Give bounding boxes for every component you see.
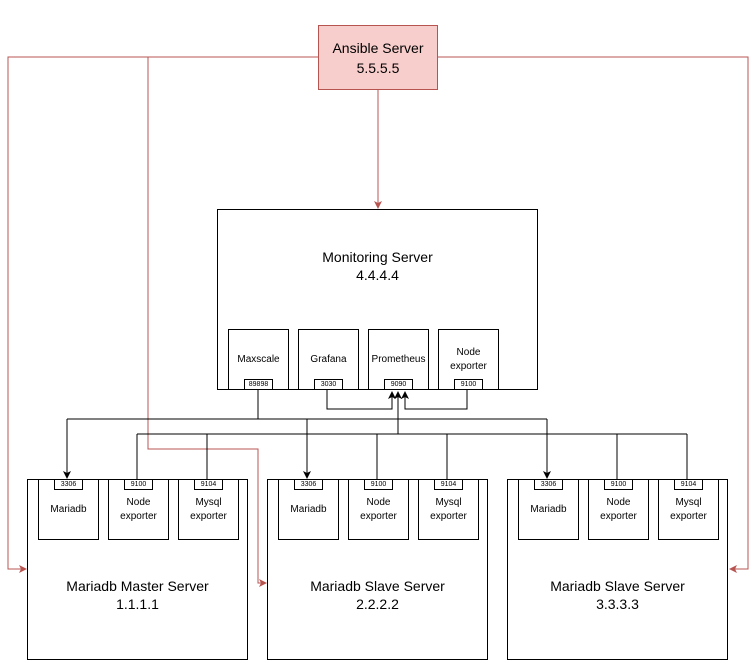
master-server-ip: 1.1.1.1 bbox=[116, 596, 159, 612]
slave1-mariadb-label: Mariadb bbox=[290, 503, 327, 515]
monitoring-server-title: Monitoring Server bbox=[322, 249, 433, 265]
grafana-label: Grafana bbox=[310, 353, 347, 365]
master-mysql-exporter-label: Mysql exporter bbox=[190, 496, 227, 522]
monitoring-node-exporter-port: 9100 bbox=[454, 379, 483, 390]
slave2-mariadb-label: Mariadb bbox=[530, 503, 567, 515]
mariadb-slave-server-2[interactable]: Mariadb 3306 Node exporter 9100 Mysql ex… bbox=[507, 479, 728, 660]
slave2-mysql-exporter-label: Mysql exporter bbox=[670, 496, 707, 522]
master-mariadb-label: Mariadb bbox=[50, 503, 87, 515]
prometheus-port: 9090 bbox=[384, 379, 413, 390]
slave2-node-exporter-port: 9100 bbox=[604, 479, 633, 490]
maxscale-bus-line bbox=[67, 389, 547, 420]
slave1-server-title: Mariadb Slave Server bbox=[310, 578, 445, 594]
master-node-exporter-component[interactable]: Node exporter bbox=[108, 479, 169, 540]
monitoring-server-ip: 4.4.4.4 bbox=[356, 267, 399, 283]
master-mariadb-port: 3306 bbox=[54, 479, 83, 490]
mariadb-master-server[interactable]: Mariadb 3306 Node exporter 9100 Mysql ex… bbox=[27, 479, 248, 660]
monitoring-node-exporter-label: Node exporter bbox=[450, 346, 487, 372]
slave1-node-exporter-port: 9100 bbox=[364, 479, 393, 490]
ansible-to-slave2-line bbox=[438, 56, 749, 573]
ansible-to-slave1-line bbox=[147, 56, 318, 587]
master-mysql-exporter-port: 9104 bbox=[194, 479, 223, 490]
master-node-exporter-label: Node exporter bbox=[120, 496, 157, 522]
slave2-server-ip: 3.3.3.3 bbox=[596, 596, 639, 612]
node-exporter-to-prometheus-line bbox=[401, 389, 468, 410]
slave1-mysql-exporter-port: 9104 bbox=[434, 479, 463, 490]
slave2-mariadb-port: 3306 bbox=[534, 479, 563, 490]
slave1-mysql-exporter-label: Mysql exporter bbox=[430, 496, 467, 522]
monitoring-server[interactable]: Monitoring Server 4.4.4.4 Maxscale 89898… bbox=[217, 209, 538, 390]
maxscale-label: Maxscale bbox=[237, 353, 280, 365]
master-mysql-exporter-component[interactable]: Mysql exporter bbox=[178, 479, 239, 540]
prometheus-label: Prometheus bbox=[371, 353, 426, 365]
ansible-server[interactable]: Ansible Server 5.5.5.5 bbox=[318, 25, 438, 90]
ansible-server-title: Ansible Server bbox=[332, 39, 424, 56]
slave2-mysql-exporter-port: 9104 bbox=[674, 479, 703, 490]
master-node-exporter-port: 9100 bbox=[124, 479, 153, 490]
slave1-server-ip: 2.2.2.2 bbox=[356, 596, 399, 612]
maxscale-port: 89898 bbox=[244, 379, 273, 390]
ansible-server-ip: 5.5.5.5 bbox=[356, 59, 400, 76]
master-server-title: Mariadb Master Server bbox=[66, 578, 209, 594]
grafana-port: 3030 bbox=[314, 379, 343, 390]
slave1-node-exporter-label: Node exporter bbox=[360, 496, 397, 522]
grafana-to-prometheus-line bbox=[326, 389, 396, 410]
slave2-server-title: Mariadb Slave Server bbox=[550, 578, 685, 594]
mariadb-slave-server-1[interactable]: Mariadb 3306 Node exporter 9100 Mysql ex… bbox=[267, 479, 488, 660]
slave1-mariadb-port: 3306 bbox=[294, 479, 323, 490]
slave2-node-exporter-label: Node exporter bbox=[600, 496, 637, 522]
